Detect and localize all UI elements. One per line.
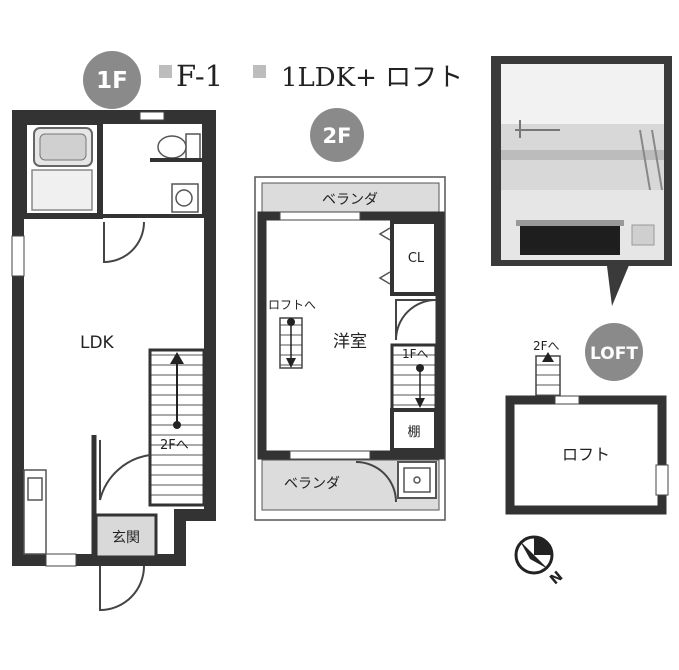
floor1-toilet-wall [98, 120, 206, 218]
title-square-2 [253, 65, 266, 78]
floor2-main-wall [257, 211, 445, 460]
photo-window [520, 225, 620, 255]
floor2-outer-border [254, 176, 446, 521]
floor1-outer-wall [12, 110, 216, 566]
title-square-1 [159, 65, 172, 78]
floor1-badge [83, 51, 141, 109]
photo-window-frame [516, 220, 624, 226]
floor1-window-left [11, 235, 25, 277]
loft-badge-text: LOFT [590, 344, 638, 364]
floor1-stairs-arrowhead [170, 352, 184, 364]
wash-area [31, 169, 93, 211]
loft-window-top [554, 395, 580, 405]
entrance-area [94, 513, 158, 559]
photo-ladder [639, 129, 663, 191]
loft-ladder-arrowhead [286, 358, 296, 368]
floor1-window-top [139, 111, 165, 121]
floor2-stairs-label: 1Fへ [402, 347, 429, 361]
loft-ladder-arrowhead [542, 352, 554, 362]
loft-ladder-label: ロフトへ [268, 298, 316, 312]
floor1-plan: 2Fへ LDK 玄関 [11, 110, 216, 612]
loft-photo [491, 56, 672, 306]
header: 1F F-1 1LDK+ ロフト [83, 51, 463, 109]
closet-door-mark [378, 227, 391, 285]
floor2-window-bottom [289, 450, 371, 460]
toilet-bowl [157, 135, 187, 159]
floor2-stairs-arrowhead [415, 398, 425, 408]
bath-door-swing [103, 221, 145, 264]
floor1-stairs-start-dot [173, 421, 181, 429]
loft-room-label: ロフト [562, 445, 610, 464]
kitchen-sink [27, 477, 43, 501]
washer-pan-inner [403, 467, 431, 493]
bathtub-inner [39, 133, 87, 161]
closet-label: CL [408, 251, 425, 266]
shelf-area [390, 408, 438, 452]
compass-north-label: N [547, 568, 566, 588]
floor1-window-bottom [45, 553, 77, 567]
floor1-stairs-label: 2Fへ [160, 438, 189, 453]
entrance-label: 玄関 [112, 529, 140, 546]
loft-room-wall [505, 395, 667, 515]
compass: N [514, 535, 566, 588]
entrance-front-door-swing [99, 565, 145, 612]
floor2-badge [310, 108, 364, 162]
shelf-label: 棚 [407, 425, 420, 440]
photo-loft-edge [501, 150, 664, 160]
loft-badge [585, 323, 643, 381]
layout-type: 1LDK+ ロフト [281, 63, 463, 93]
closet-area [390, 220, 438, 296]
floor2-window-top [279, 211, 361, 221]
entrance-door-swing [99, 440, 151, 501]
photo-ceiling [501, 64, 664, 124]
wash-basin-bowl [175, 189, 193, 207]
western-room-label: 洋室 [333, 332, 367, 352]
unit-name: F-1 [176, 59, 223, 93]
compass-half-fill [534, 537, 552, 555]
loft-ladder-label-text: 2Fへ [533, 339, 560, 353]
veranda-door-swing [355, 461, 397, 503]
loft-plan: LOFT 2Fへ ロフト [505, 323, 669, 515]
floor1-badge-text: 1F [96, 68, 128, 94]
toilet-tank [185, 133, 201, 161]
veranda-top [261, 182, 440, 214]
veranda-bottom-label: ベランダ [284, 476, 340, 492]
floor2-plan: 2F ベランダ CL ロフトへ 洋室 1Fへ 棚 ベランダ [254, 108, 446, 521]
photo-side-box [631, 224, 655, 246]
veranda-top-label: ベランダ [322, 192, 378, 208]
loft-window-right [655, 464, 669, 496]
ldk-label: LDK [80, 333, 115, 353]
washer-drain [413, 476, 421, 484]
floor2-stairs [390, 343, 438, 412]
stair-room-door-swing [395, 299, 437, 341]
loft-ladder-down [535, 355, 561, 401]
floor2-badge-text: 2F [323, 124, 352, 148]
photo-callout-pointer [606, 258, 632, 306]
photo-rail [515, 120, 560, 138]
